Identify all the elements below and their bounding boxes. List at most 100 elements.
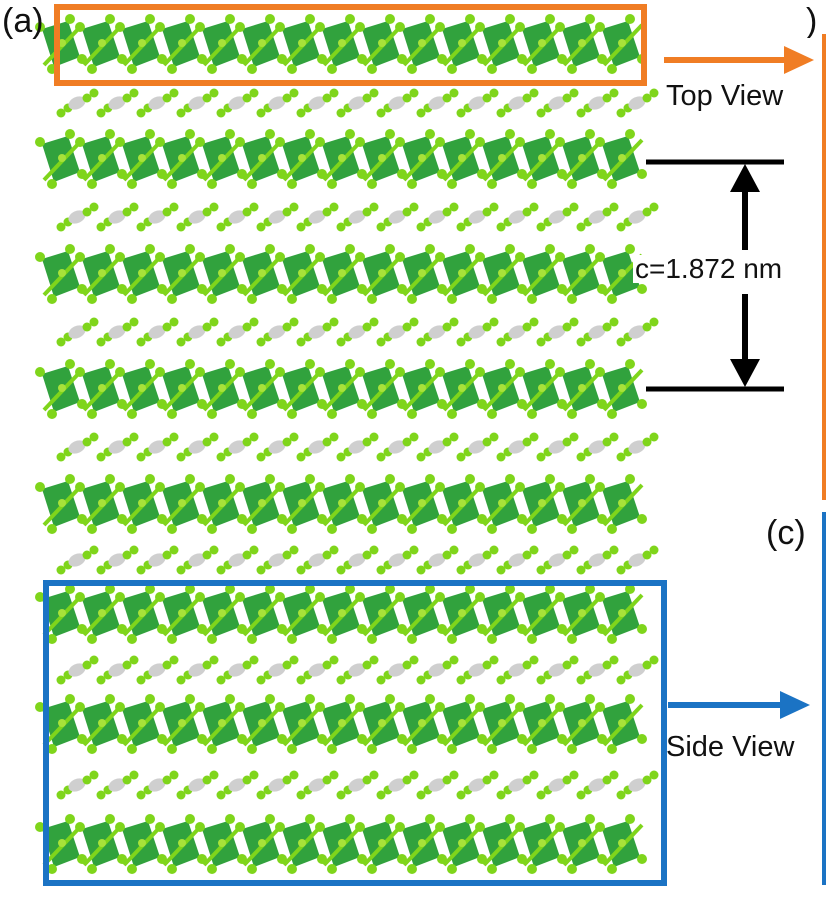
ligand-atom [595, 482, 605, 492]
central-atom [618, 609, 626, 617]
ligand-atom [557, 399, 567, 409]
ligand-atom [477, 624, 487, 634]
metal-atom [348, 210, 366, 224]
chain-atom [409, 655, 419, 665]
central-atom [498, 719, 506, 727]
central-atom [178, 154, 186, 162]
chain-atom [562, 775, 572, 785]
metal-atom [468, 553, 486, 567]
chain-atom [169, 545, 179, 555]
ligand-atom [505, 694, 515, 704]
chain-atom [576, 565, 586, 575]
ligand-atom [265, 129, 275, 139]
ligand-atom [447, 64, 457, 74]
central-atom [418, 839, 426, 847]
ligand-atom [517, 399, 527, 409]
ligand-atom [115, 482, 125, 492]
crystal-lattice [35, 14, 659, 874]
ligand-atom [65, 244, 75, 254]
chain-atom [576, 222, 586, 232]
ligand-atom [225, 129, 235, 139]
ligand-atom [425, 14, 435, 24]
ligand-atom [487, 634, 497, 644]
ligand-atom [527, 524, 537, 534]
ligand-atom [487, 524, 497, 534]
side-view-arrow-icon [780, 691, 810, 719]
ligand-atom [237, 169, 247, 179]
ligand-atom [157, 734, 167, 744]
ligand-atom [637, 514, 647, 524]
chain-atom [442, 775, 452, 785]
ligand-atom [237, 54, 247, 64]
chain-atom [322, 322, 332, 332]
central-atom [178, 269, 186, 277]
metal-atom [548, 553, 566, 567]
ligand-atom [237, 284, 247, 294]
chain-atom [242, 207, 252, 217]
central-atom [58, 384, 66, 392]
ligand-atom [155, 482, 165, 492]
ligand-atom [465, 584, 475, 594]
ligand-atom [247, 744, 257, 754]
chain-atom [562, 93, 572, 103]
ligand-atom [527, 179, 537, 189]
ligand-atom [555, 482, 565, 492]
chain-atom [369, 545, 379, 555]
ligand-atom [345, 474, 355, 484]
chain-atom [256, 565, 266, 575]
chain-atom [89, 317, 99, 327]
ligand-atom [465, 474, 475, 484]
ligand-atom [87, 294, 97, 304]
central-atom [498, 839, 506, 847]
metal-atom [588, 663, 606, 677]
ligand-atom [517, 169, 527, 179]
ligand-atom [105, 359, 115, 369]
ligand-atom [105, 14, 115, 24]
ligand-atom [315, 137, 325, 147]
central-atom [618, 839, 626, 847]
chain-atom [569, 432, 579, 442]
metal-atom [628, 96, 646, 110]
chain-atom [456, 222, 466, 232]
chain-atom [216, 337, 226, 347]
ligand-atom [317, 734, 327, 744]
ligand-atom [515, 822, 525, 832]
ligand-atom [355, 592, 365, 602]
ligand-atom [65, 14, 75, 24]
ligand-atom [345, 244, 355, 254]
ligand-atom [555, 367, 565, 377]
ligand-atom [127, 294, 137, 304]
chain-atom [449, 770, 459, 780]
ligand-atom [477, 854, 487, 864]
chain-atom [482, 93, 492, 103]
chain-atom [522, 93, 532, 103]
chain-atom [362, 437, 372, 447]
central-atom [618, 499, 626, 507]
ligand-atom [65, 474, 75, 484]
ligand-atom [407, 294, 417, 304]
ligand-atom [515, 137, 525, 147]
chain-atom [249, 770, 259, 780]
ligand-atom [225, 814, 235, 824]
ligand-atom [475, 482, 485, 492]
chain-atom [369, 202, 379, 212]
metal-atom [68, 96, 86, 110]
chain-atom [56, 452, 66, 462]
metal-atom [388, 210, 406, 224]
ligand-atom [47, 634, 57, 644]
ligand-atom [105, 814, 115, 824]
metal-atom [108, 96, 126, 110]
central-atom [498, 269, 506, 277]
chain-atom [296, 675, 306, 685]
ligand-atom [277, 854, 287, 864]
central-atom [538, 39, 546, 47]
ligand-atom [315, 367, 325, 377]
chain-atom [162, 207, 172, 217]
ligand-atom [407, 409, 417, 419]
chain-atom [129, 202, 139, 212]
chain-atom [616, 108, 626, 118]
central-atom [458, 269, 466, 277]
chain-atom [602, 207, 612, 217]
chain-atom [416, 108, 426, 118]
chain-atom [82, 437, 92, 447]
